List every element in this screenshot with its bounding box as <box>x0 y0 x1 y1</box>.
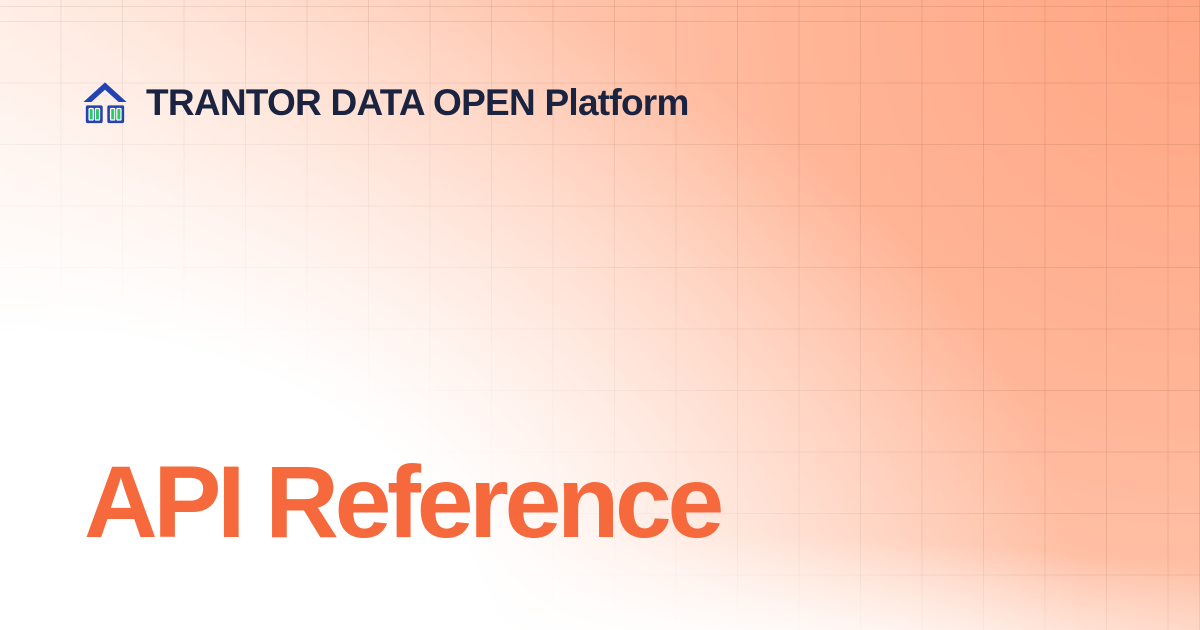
page-title: API Reference <box>84 445 724 559</box>
brand-header: TRANTOR DATA OPEN Platform <box>82 80 689 126</box>
building-growth-arrow-icon <box>82 80 128 126</box>
brand-name: TRANTOR DATA OPEN Platform <box>146 82 689 123</box>
